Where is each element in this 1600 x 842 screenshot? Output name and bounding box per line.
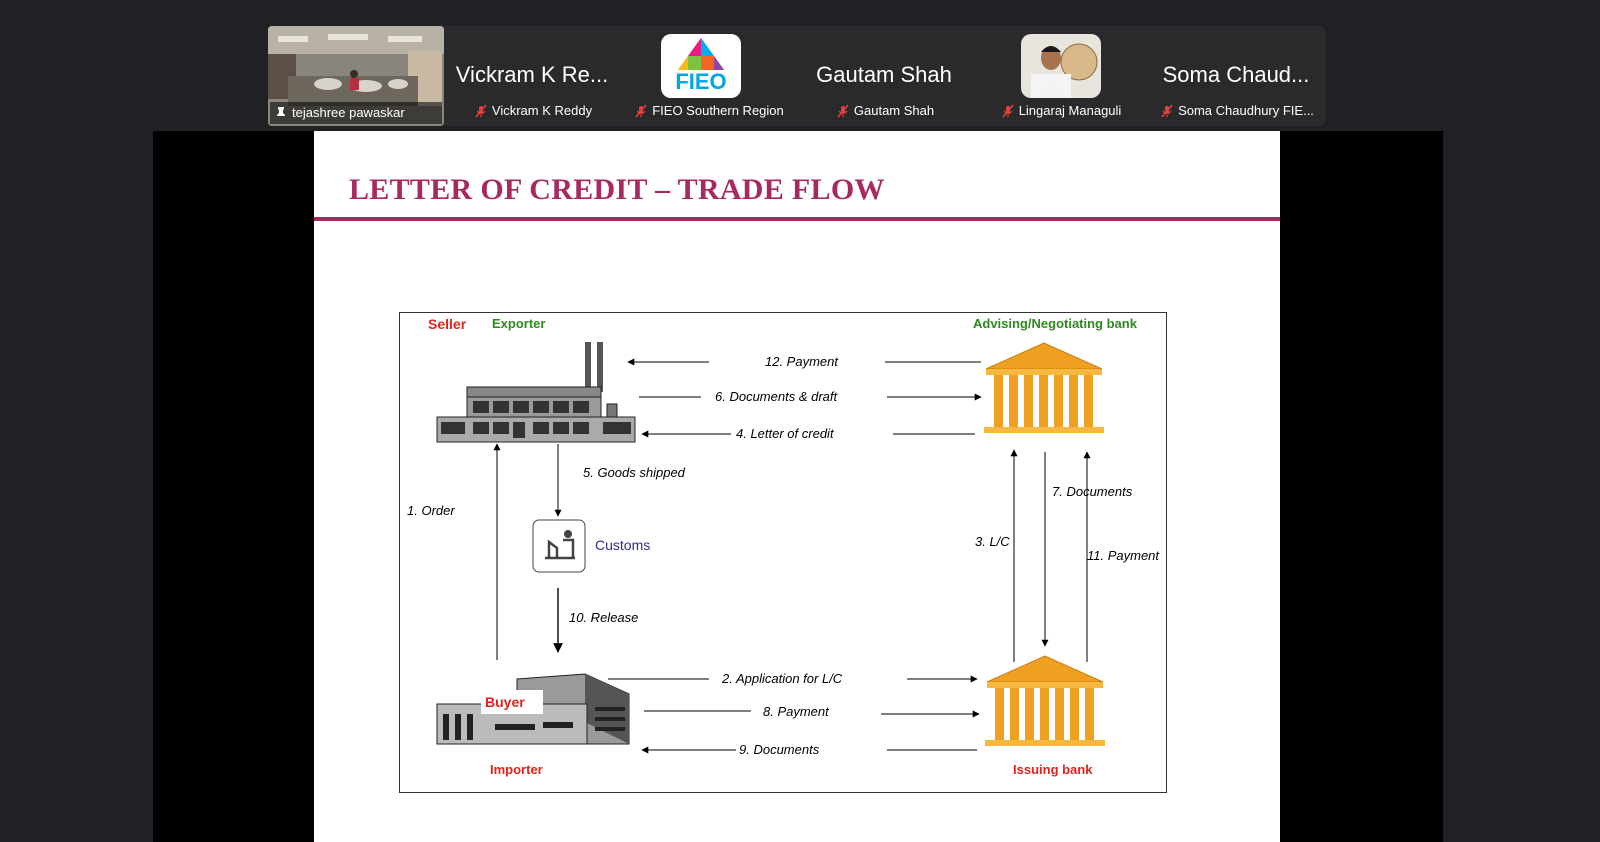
muted-mic-icon [475, 104, 487, 118]
svg-text:FIEO: FIEO [675, 69, 726, 94]
importer-label: Importer [490, 762, 543, 777]
participant-name: Gautam Shah [816, 62, 952, 87]
step-2-label: 2. Application for L/C [721, 671, 843, 686]
step-8-label: 8. Payment [763, 704, 830, 719]
participant-gallery: tejashree pawaskar Vickram K Re... Vickr… [268, 26, 1326, 126]
factory-icon [436, 342, 636, 443]
participant-name: Soma Chaud... [1162, 62, 1310, 87]
step-6-label: 6. Documents & draft [715, 389, 838, 404]
step-7-label: 7. Documents [1052, 484, 1133, 499]
seller-label: Seller [428, 316, 467, 332]
step-5-label: 5. Goods shipped [583, 465, 686, 480]
step-12-label: 12. Payment [765, 354, 839, 369]
step-11-label: 11. Payment [1087, 548, 1160, 563]
pin-icon [277, 107, 285, 120]
participant-video [268, 26, 444, 126]
participant-caption: Vickram K Reddy [450, 100, 616, 122]
step-1-label: 1. Order [407, 503, 455, 518]
importer-building-icon [436, 673, 630, 745]
lc-trade-flow-diagram: Seller Exporter Advising/Negotiating ban… [399, 312, 1167, 793]
participant-tile-fieo[interactable]: FIEO FIEO Southern Region [620, 26, 796, 126]
advising-bank-label: Advising/Negotiating bank [973, 316, 1138, 331]
customs-icon [532, 519, 586, 573]
participant-video [1021, 34, 1101, 98]
muted-mic-icon [1161, 104, 1173, 118]
participant-tile-vickram[interactable]: Vickram K Re... Vickram K Reddy [444, 26, 620, 126]
participant-caption: FIEO Southern Region [626, 100, 792, 122]
participant-caption: Gautam Shah [802, 100, 968, 122]
step-9-label: 9. Documents [739, 742, 820, 757]
participant-tile-soma[interactable]: Soma Chaud... Soma Chaudhury FIE... [1148, 26, 1324, 126]
muted-mic-icon [1002, 104, 1014, 118]
presentation-slide: LETTER OF CREDIT – TRADE FLOW Seller [314, 131, 1280, 842]
muted-mic-icon [635, 104, 647, 118]
participant-caption: Soma Chaudhury FIE... [1154, 100, 1320, 122]
participant-name: Vickram K Re... [455, 62, 609, 87]
customs-label: Customs [595, 537, 650, 553]
participant-tile-lingaraj[interactable]: Lingaraj Managuli [972, 26, 1148, 126]
fieo-logo: FIEO [661, 34, 741, 98]
exporter-label: Exporter [492, 316, 545, 331]
participant-caption: tejashree pawaskar [270, 102, 442, 124]
participant-caption: Lingaraj Managuli [978, 100, 1144, 122]
issuing-bank-label: Issuing bank [1013, 762, 1093, 777]
muted-mic-icon [837, 104, 849, 118]
slide-title: LETTER OF CREDIT – TRADE FLOW [349, 173, 885, 206]
participant-tile-tejashree[interactable]: tejashree pawaskar [268, 26, 444, 126]
step-3-label: 3. L/C [975, 534, 1010, 549]
buyer-label: Buyer [485, 694, 525, 710]
step-4-label: 4. Letter of credit [736, 426, 835, 441]
step-10-label: 10. Release [569, 610, 638, 625]
participant-tile-gautam[interactable]: Gautam Shah Gautam Shah [796, 26, 972, 126]
title-divider [314, 217, 1280, 221]
